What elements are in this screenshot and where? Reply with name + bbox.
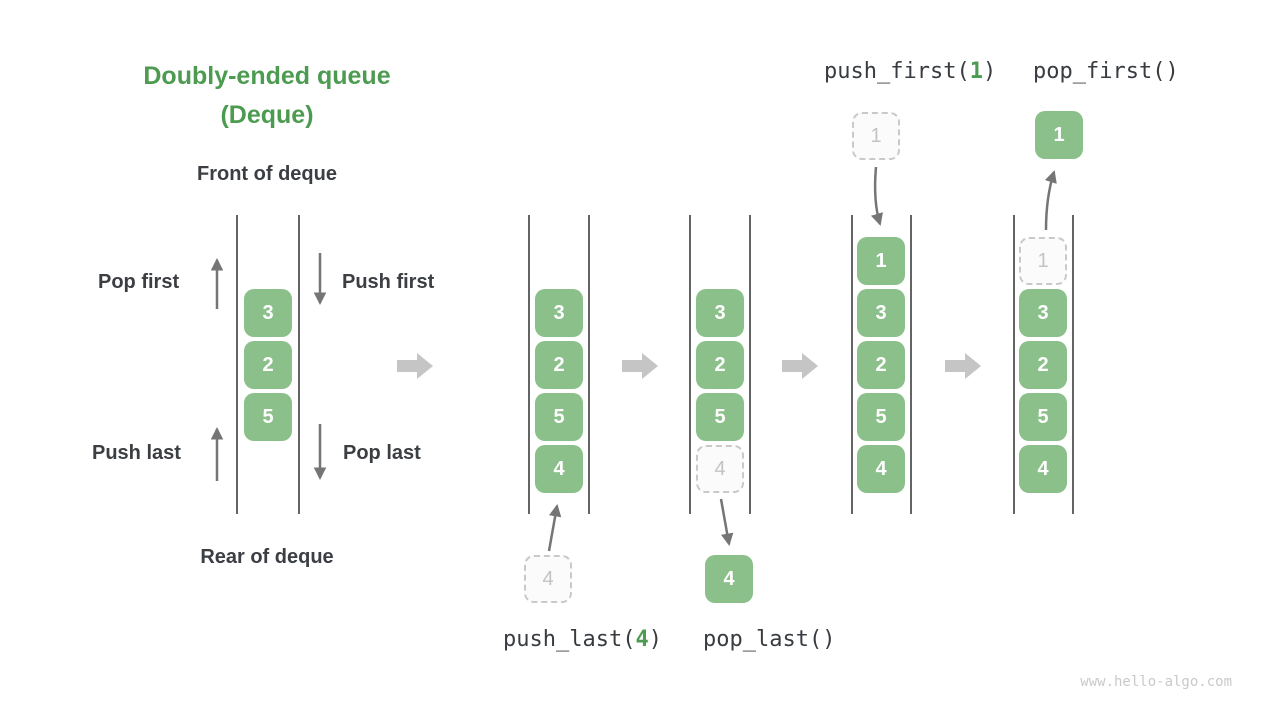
pop-first-label: Pop first bbox=[98, 271, 180, 293]
demo-queue-right-rail bbox=[298, 215, 300, 514]
transition-arrow-icon bbox=[782, 353, 818, 379]
diagram-title-line2: (Deque) bbox=[220, 101, 314, 129]
watermark: www.hello-algo.com bbox=[1080, 674, 1232, 690]
queue2-cell: 3 bbox=[535, 289, 583, 337]
code-text: ) bbox=[982, 59, 997, 84]
queue5-cell: 5 bbox=[1019, 393, 1067, 441]
queue3-pop-arrow-icon bbox=[719, 498, 734, 546]
queue2-right-rail bbox=[588, 215, 590, 514]
queue3-outgoing-cell: 4 bbox=[705, 555, 753, 603]
demo-queue-left-rail bbox=[236, 215, 238, 514]
pop-last-code-label: pop_last() bbox=[703, 627, 836, 652]
diagram-title: Doubly-ended queue (Deque) bbox=[112, 57, 422, 135]
pop-last-label: Pop last bbox=[343, 442, 421, 464]
queue5-cell: 4 bbox=[1019, 445, 1067, 493]
queue3-right-rail bbox=[749, 215, 751, 514]
queue2-push-arrow-icon bbox=[547, 504, 562, 552]
pop-first-code-label: pop_first() bbox=[1033, 59, 1179, 84]
code-text: ) bbox=[648, 627, 662, 652]
queue4-push-arrow-icon bbox=[870, 166, 883, 226]
code-arg: 4 bbox=[635, 627, 649, 652]
transition-arrow-icon bbox=[945, 353, 981, 379]
queue4-cell: 1 bbox=[857, 237, 905, 285]
demo-queue-cell: 3 bbox=[244, 289, 292, 337]
queue4-cell: 3 bbox=[857, 289, 905, 337]
queue5-cell: 3 bbox=[1019, 289, 1067, 337]
queue2-incoming-cell: 4 bbox=[524, 555, 572, 603]
demo-queue-cell: 2 bbox=[244, 341, 292, 389]
demo-queue-cell: 5 bbox=[244, 393, 292, 441]
queue3-cell: 3 bbox=[696, 289, 744, 337]
rear-of-deque-label: Rear of deque bbox=[200, 546, 334, 568]
queue4-right-rail bbox=[910, 215, 912, 514]
queue4-incoming-cell: 1 bbox=[852, 112, 900, 160]
push-last-label: Push last bbox=[92, 442, 181, 464]
queue5-removed-cell: 1 bbox=[1019, 237, 1067, 285]
code-arg: 1 bbox=[969, 59, 983, 84]
code-text: push_first( bbox=[824, 59, 970, 84]
queue5-pop-arrow-icon bbox=[1044, 170, 1057, 231]
queue4-cell: 2 bbox=[857, 341, 905, 389]
queue3-left-rail bbox=[689, 215, 691, 514]
queue2-left-rail bbox=[528, 215, 530, 514]
queue3-removed-cell: 4 bbox=[696, 445, 744, 493]
front-of-deque-label: Front of deque bbox=[197, 163, 337, 185]
transition-arrow-icon bbox=[397, 353, 433, 379]
queue4-cell: 5 bbox=[857, 393, 905, 441]
diagram-title-line1: Doubly-ended queue bbox=[143, 62, 391, 90]
queue2-cell: 2 bbox=[535, 341, 583, 389]
queue2-cell: 5 bbox=[535, 393, 583, 441]
queue5-right-rail bbox=[1072, 215, 1074, 514]
transition-arrow-icon bbox=[622, 353, 658, 379]
queue5-left-rail bbox=[1013, 215, 1015, 514]
code-text: push_last( bbox=[503, 627, 636, 652]
queue5-outgoing-cell: 1 bbox=[1035, 111, 1083, 159]
queue4-left-rail bbox=[851, 215, 853, 514]
queue4-cell: 4 bbox=[857, 445, 905, 493]
push-last-code-label: push_last(4) bbox=[503, 627, 662, 652]
push-first-code-label: push_first(1) bbox=[824, 59, 996, 84]
queue5-cell: 2 bbox=[1019, 341, 1067, 389]
queue3-cell: 2 bbox=[696, 341, 744, 389]
queue2-cell: 4 bbox=[535, 445, 583, 493]
queue3-cell: 5 bbox=[696, 393, 744, 441]
push-first-label: Push first bbox=[342, 271, 435, 293]
